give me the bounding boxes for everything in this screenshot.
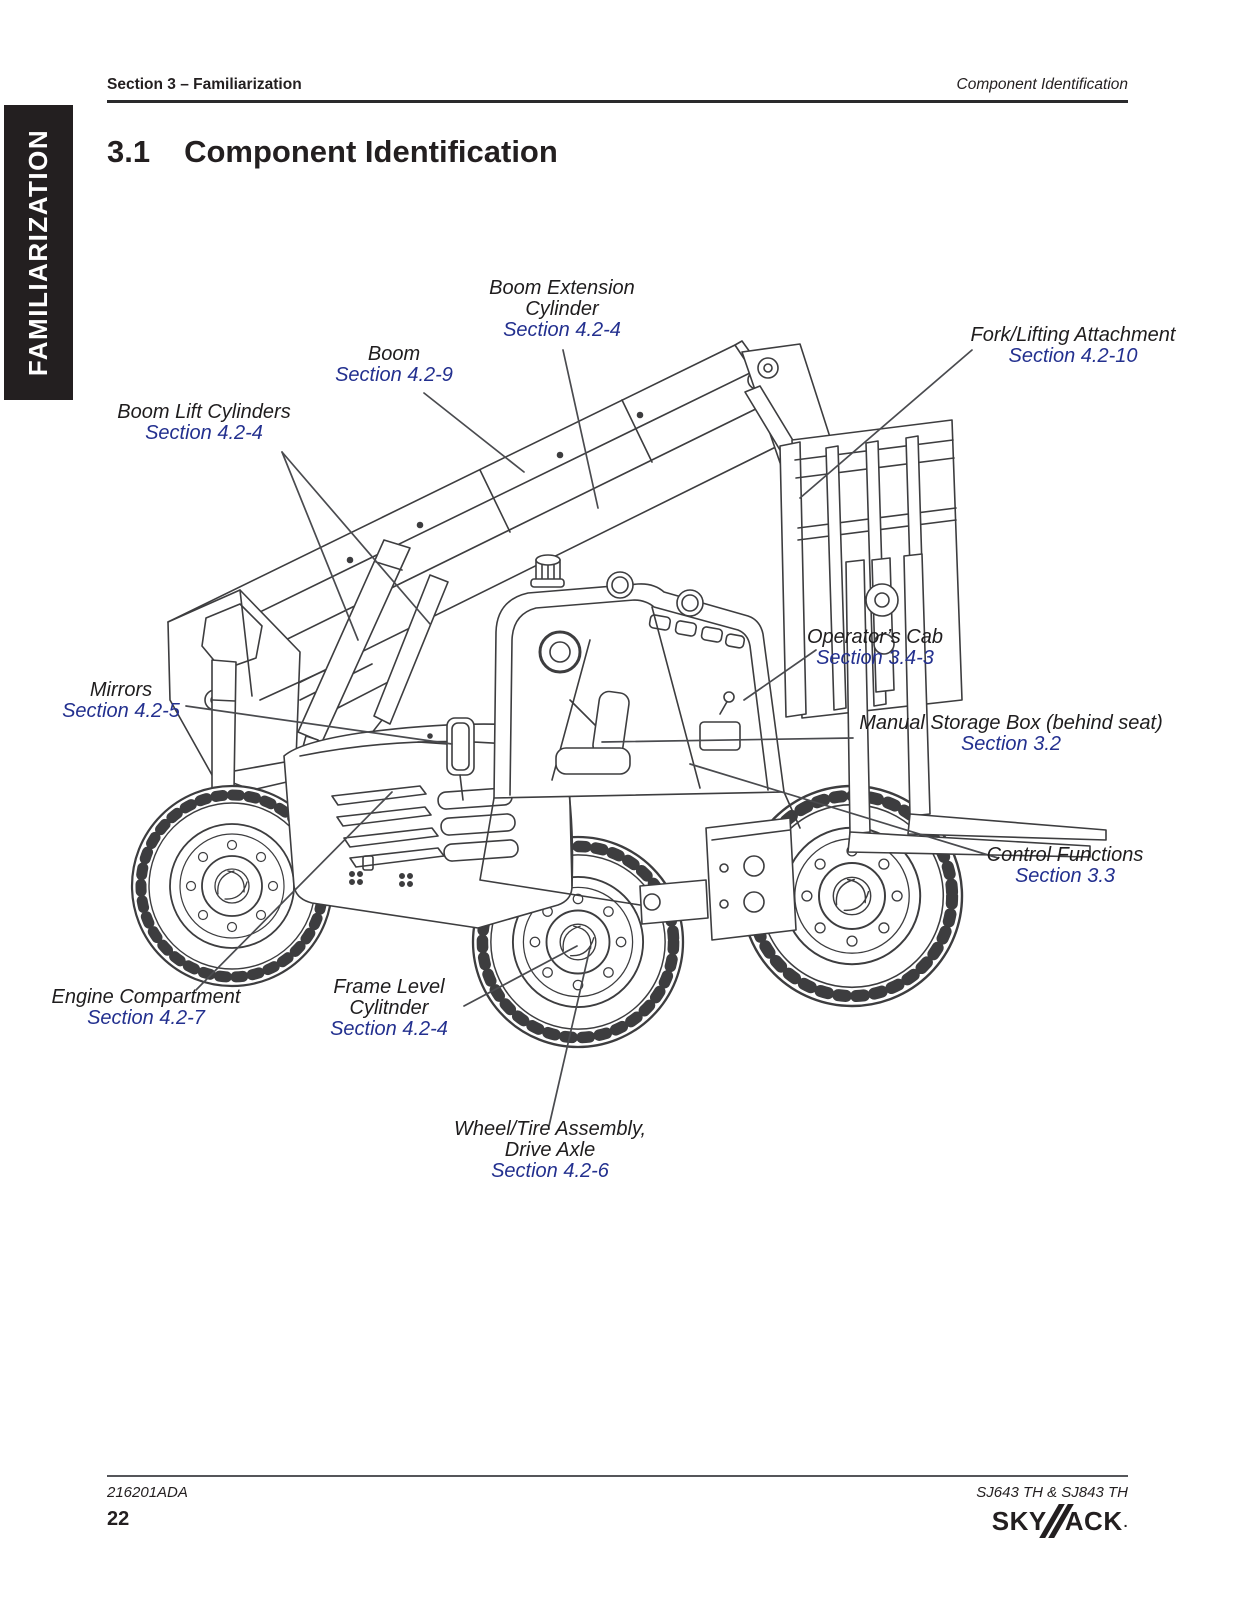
frame-box xyxy=(639,817,797,941)
wheel-rear-right xyxy=(742,786,962,1006)
tab-label: FAMILIARIZATION xyxy=(23,128,54,377)
logo-text-ack: ACK xyxy=(1064,1506,1123,1536)
callout-frame-level-cylinder: Frame Level Cylitnder Section 4.2-4 xyxy=(289,977,489,1040)
callout-label: Fork/Lifting Attachment xyxy=(970,324,1176,346)
callout-section-link[interactable]: Section 4.2-7 xyxy=(87,1007,205,1029)
footer-rule xyxy=(107,1475,1128,1477)
callout-section-link[interactable]: Section 4.2-10 xyxy=(1008,345,1138,367)
leader-boom-extension xyxy=(562,349,599,509)
leader-boom xyxy=(423,392,525,473)
wheel-front-left xyxy=(132,786,332,986)
page-number: 22 xyxy=(107,1508,130,1530)
callout-label: Boom Lift Cylinders xyxy=(117,401,291,423)
callout-section-link[interactable]: Section 3.4-3 xyxy=(816,647,934,669)
logo-trademark-mark: . xyxy=(1123,1514,1128,1530)
logo-slash-icon xyxy=(1038,1503,1074,1538)
callout-label: Boom xyxy=(367,343,421,365)
mirror-drawing xyxy=(417,717,475,801)
callout-label: Control Functions xyxy=(986,844,1144,866)
callout-mirrors: Mirrors Section 4.2-5 xyxy=(21,680,221,722)
fork-attachment-drawing xyxy=(741,343,1107,858)
callout-section-link[interactable]: Section 4.2-4 xyxy=(330,1018,448,1040)
header-topic-label: Component Identification xyxy=(956,76,1128,93)
callout-section-link[interactable]: Section 4.2-9 xyxy=(335,364,453,386)
skyjack-logo: SKY ACK. xyxy=(991,1503,1128,1538)
leader-boom-lift-a xyxy=(281,451,359,641)
leader-control-functions xyxy=(689,763,999,859)
callout-section-link[interactable]: Section 3.2 xyxy=(960,733,1062,755)
leader-fork xyxy=(799,349,973,499)
page-title: 3.1 Component Identification xyxy=(107,134,558,170)
leader-engine xyxy=(195,791,393,991)
callout-fork-lifting-attachment: Fork/Lifting Attachment Section 4.2-10 xyxy=(923,325,1223,367)
callout-boom: Boom Section 4.2-9 xyxy=(294,344,494,386)
callout-engine-compartment: Engine Compartment Section 4.2-7 xyxy=(21,987,271,1029)
title-number: 3.1 xyxy=(107,134,151,169)
callout-label: Manual Storage Box (behind seat) xyxy=(859,712,1163,734)
callout-control-functions: Control Functions Section 3.3 xyxy=(940,845,1190,887)
callout-wheel-tire-assembly: Wheel/Tire Assembly, Drive Axle Section … xyxy=(425,1119,675,1182)
leader-boom-lift-b xyxy=(281,451,431,625)
callout-manual-storage-box: Manual Storage Box (behind seat) Section… xyxy=(836,713,1186,755)
callout-label: Operator’s Cab xyxy=(807,626,943,648)
callout-section-link[interactable]: Section 4.2-4 xyxy=(145,422,263,444)
boom-lift-cylinders-drawing xyxy=(295,539,449,777)
callout-label: Frame Level Cylitnder xyxy=(333,976,445,1019)
callout-boom-lift-cylinders: Boom Lift Cylinders Section 4.2-4 xyxy=(54,402,354,444)
callout-boom-extension-cylinder: Boom Extension Cylinder Section 4.2-4 xyxy=(432,278,692,341)
callout-label: Boom Extension Cylinder xyxy=(489,277,635,320)
familiarization-tab: FAMILIARIZATION xyxy=(4,105,73,400)
callout-operators-cab: Operator’s Cab Section 3.4-3 xyxy=(750,627,1000,669)
engine-hood-drawing xyxy=(283,723,574,929)
doc-number: 216201ADA xyxy=(107,1484,188,1501)
callout-label: Engine Compartment xyxy=(51,986,241,1008)
cab-drawing xyxy=(479,554,801,906)
header-section-label: Section 3 – Familiarization xyxy=(107,76,302,93)
leader-storage-box xyxy=(601,737,854,743)
model-numbers: SJ643 TH & SJ843 TH xyxy=(976,1484,1128,1501)
boom-drawing xyxy=(167,340,807,717)
callout-section-link[interactable]: Section 3.3 xyxy=(1014,865,1116,887)
callout-section-link[interactable]: Section 4.2-6 xyxy=(491,1160,609,1182)
logo-text-sky: SKY xyxy=(991,1506,1047,1536)
leader-mirrors xyxy=(185,705,453,745)
callout-section-link[interactable]: Section 4.2-4 xyxy=(503,319,621,341)
leader-wheel-tire xyxy=(548,947,591,1127)
callout-section-link[interactable]: Section 4.2-5 xyxy=(62,700,180,722)
callout-label: Mirrors xyxy=(89,679,153,701)
title-text: Component Identification xyxy=(184,134,558,169)
callout-label: Wheel/Tire Assembly, Drive Axle xyxy=(453,1118,647,1161)
wheel-rear-left xyxy=(473,837,683,1047)
header-rule xyxy=(107,100,1128,103)
